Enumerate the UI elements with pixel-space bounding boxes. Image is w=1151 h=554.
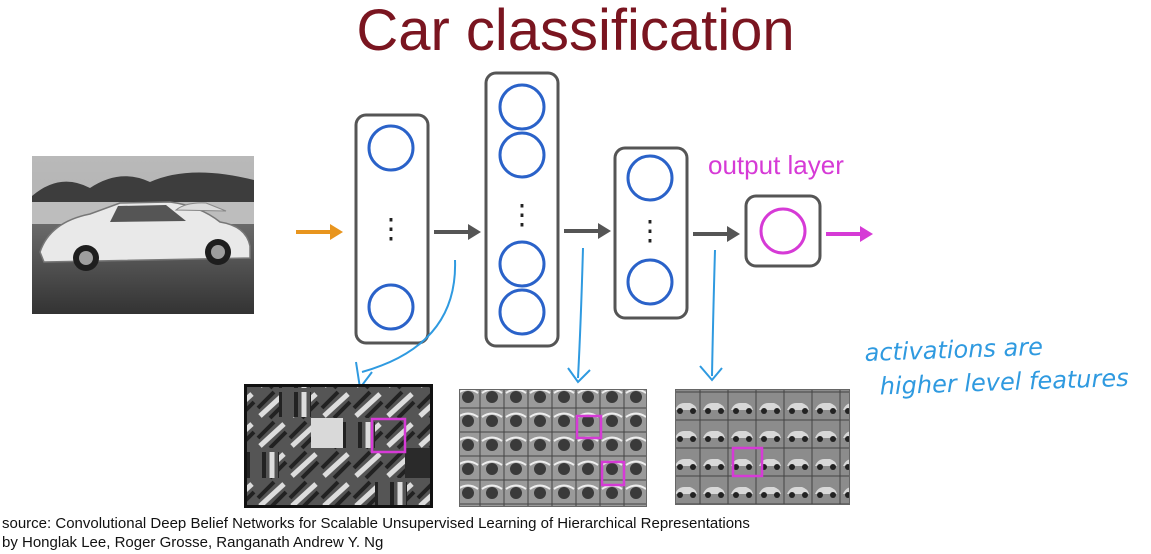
annotation-line-1: activations are — [864, 332, 1044, 367]
ellipsis-layer-2: ⋮ — [508, 198, 536, 231]
arrow-layer-3-output — [693, 226, 740, 242]
source-line-1: source: Convolutional Deep Belief Networ… — [2, 515, 750, 532]
hidden-layer-1: ⋮ — [354, 113, 430, 345]
output-neuron — [759, 207, 807, 255]
neuron-3-2 — [626, 258, 674, 306]
output-layer — [744, 194, 822, 268]
highlight-box-1 — [370, 417, 407, 454]
neuron-2-2 — [498, 131, 546, 179]
feature-grid-edges — [244, 384, 433, 508]
feature-grid-parts — [459, 389, 647, 507]
neuron-1-1 — [367, 124, 415, 172]
slide-title: Car classification — [356, 0, 795, 63]
handwritten-annotation: activations are higher level features — [864, 327, 1129, 404]
source-line-2: by Honglak Lee, Roger Grosse, Ranganath … — [2, 534, 384, 551]
source-citation: source: Convolutional Deep Belief Networ… — [2, 514, 1147, 552]
neuron-2-3 — [498, 240, 546, 288]
arrow-layer-2-3 — [564, 223, 611, 239]
output-layer-label: output layer — [708, 150, 844, 180]
neuron-1-2 — [367, 283, 415, 331]
feature-grid-cars — [675, 389, 850, 505]
arrow-layer-1-2 — [434, 224, 481, 240]
hidden-layer-2: ⋮ — [484, 71, 560, 348]
neuron-2-4 — [498, 288, 546, 336]
highlight-box-4 — [731, 446, 764, 478]
ellipsis-layer-3: ⋮ — [636, 214, 664, 247]
highlight-box-3 — [600, 460, 626, 487]
output-arrow — [826, 226, 873, 242]
activation-arrow-3 — [699, 249, 723, 382]
input-car-image — [32, 156, 254, 314]
input-arrow — [296, 224, 343, 240]
neuron-2-1 — [498, 83, 546, 131]
hidden-layer-3: ⋮ — [613, 146, 689, 320]
neuron-3-1 — [626, 154, 674, 202]
ellipsis-layer-1: ⋮ — [377, 212, 405, 245]
activation-arrow-2 — [567, 247, 591, 384]
highlight-box-2 — [575, 414, 603, 440]
